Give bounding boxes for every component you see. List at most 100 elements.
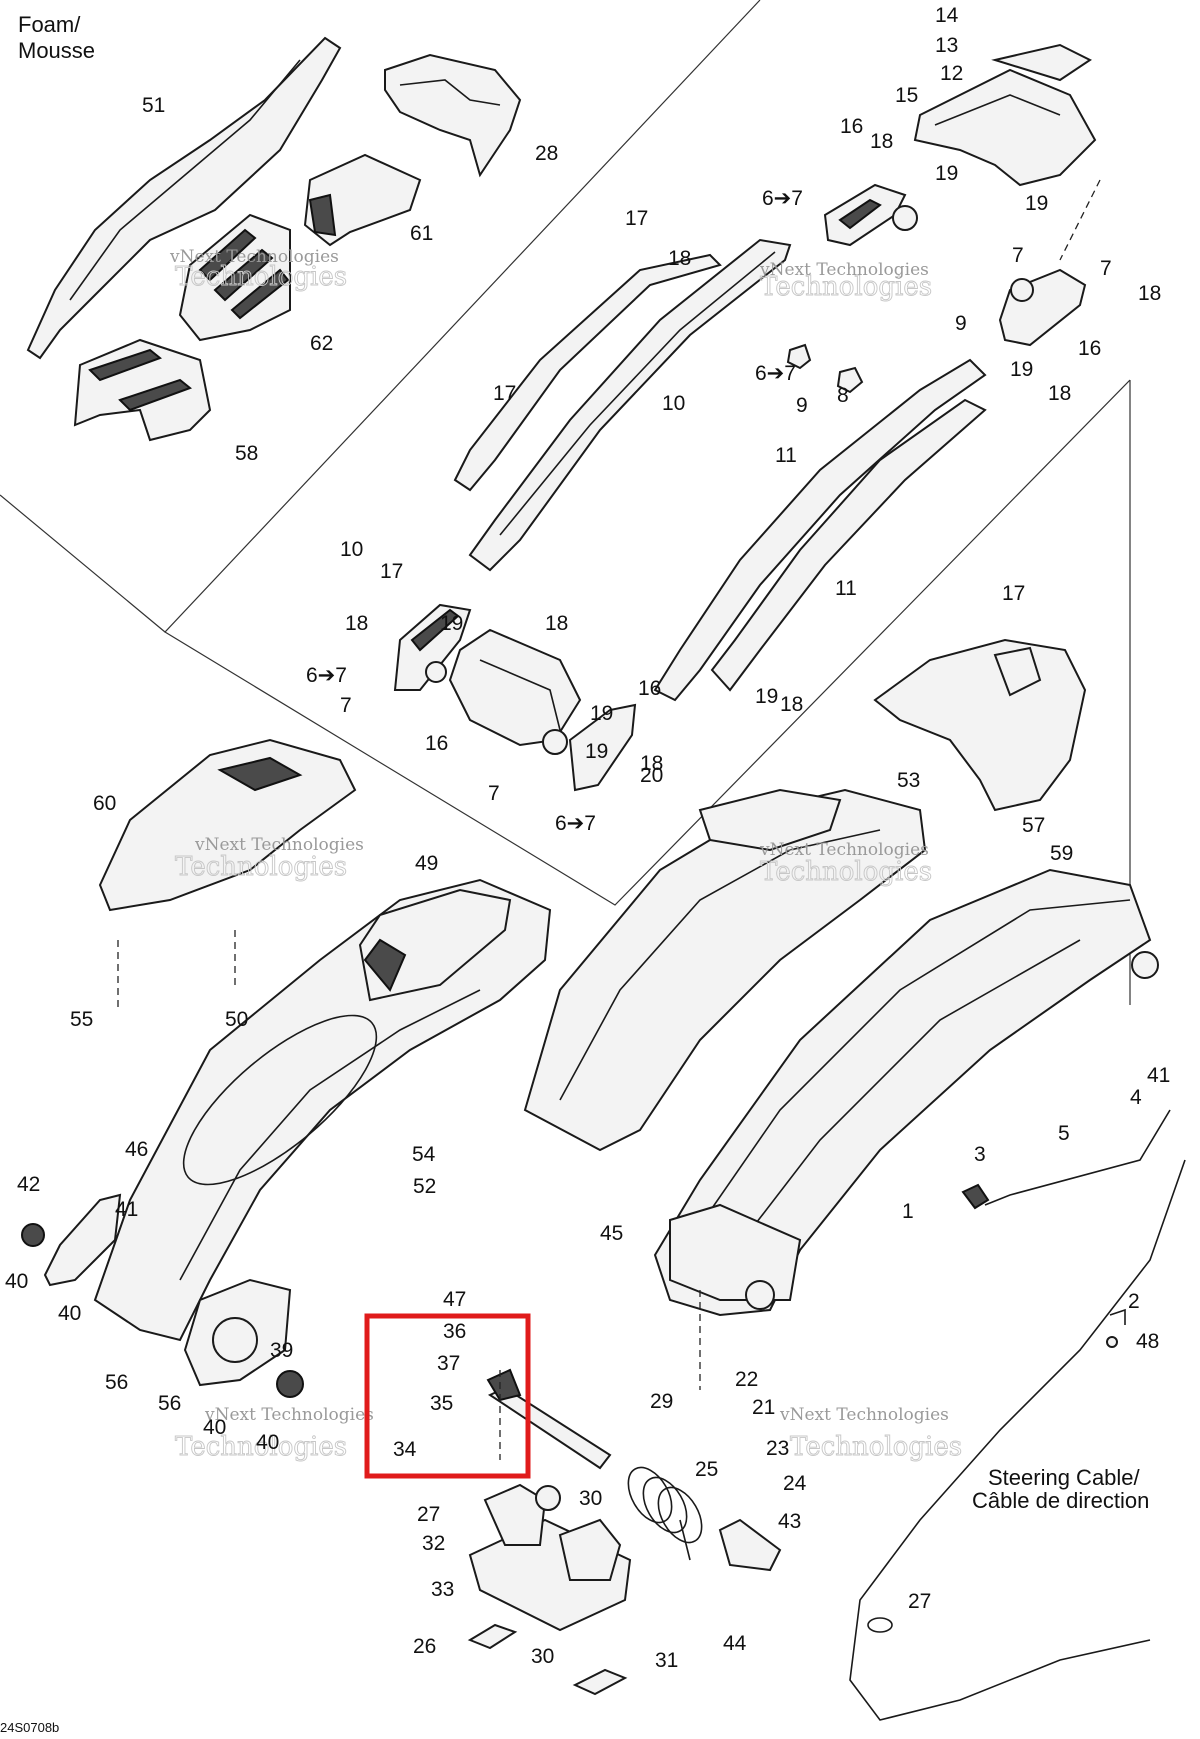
foot-30-left [467, 1623, 518, 1650]
callout-label: 5 [1058, 1122, 1070, 1145]
callout-label: 34 [393, 1438, 417, 1461]
callout-label: 10 [662, 392, 685, 415]
callout-label: 39 [270, 1339, 293, 1362]
small-part-9-right [836, 366, 864, 394]
watermark-text: vNext Technologies [759, 260, 929, 280]
callout-label: 51 [142, 94, 165, 117]
cap-35 [486, 1368, 522, 1402]
callout-label: 18 [640, 752, 663, 775]
small-part-9-left [786, 343, 812, 370]
watermark-text: Technologies [175, 1432, 347, 1462]
ring-38 [867, 1617, 893, 1633]
callout-label: 19 [1025, 192, 1048, 215]
callout-label: 18 [668, 247, 691, 270]
frame-line-lower [164, 379, 1131, 906]
callout-label: 42 [17, 1173, 40, 1196]
callout-label: 6➔7 [762, 187, 803, 210]
steering-cable [849, 1159, 1186, 1721]
callout-label: 6➔7 [306, 664, 347, 687]
shaft-34 [487, 1386, 612, 1470]
callout-label: 4 [1130, 1086, 1142, 1109]
callout-label: 37 [437, 1352, 460, 1375]
watermarks: Technologies vNext Technologies Technolo… [169, 247, 963, 1462]
callout-label: 12 [940, 62, 963, 85]
callout-label: 16 [638, 677, 661, 700]
callout-label: 45 [600, 1222, 623, 1245]
foam-strip-51 [26, 36, 342, 360]
callout-label: 3 [974, 1143, 986, 1166]
foam-block-58 [73, 338, 212, 442]
watermark-text: Technologies [175, 852, 347, 882]
callout-label: 7 [1100, 257, 1112, 280]
callout-labels: 5128616258141312151618196➔77171819718166… [5, 4, 1170, 1672]
callout-label: 19 [440, 612, 463, 635]
watermark-text: vNext Technologies [194, 835, 364, 855]
watermark-text: vNext Technologies [779, 1405, 949, 1425]
callout-label: 6➔7 [755, 362, 796, 385]
throttle-cable-3 [984, 1109, 1171, 1206]
pivot-block-6-left [393, 603, 472, 691]
callout-label: 32 [422, 1532, 445, 1555]
foam-block-61 [303, 153, 422, 247]
callout-label: 53 [897, 769, 920, 792]
watermark-text: Technologies [175, 262, 347, 292]
callout-label: 40 [203, 1416, 226, 1439]
gear-41-left [21, 1223, 45, 1247]
frame-line-upper [0, 0, 761, 633]
steering-cable-label-line2: Câble de direction [972, 1488, 1149, 1513]
foam-block-28 [384, 53, 522, 178]
callout-label: 56 [105, 1371, 128, 1394]
callout-label: 15 [895, 84, 918, 107]
callout-label: 44 [723, 1632, 747, 1655]
bracket-20 [448, 628, 582, 747]
callout-label: 40 [256, 1431, 279, 1454]
rail-upper-11 [468, 238, 792, 572]
pivot-plate-39 [183, 1278, 292, 1387]
pin-47 [1106, 1336, 1118, 1348]
callout-label: 36 [443, 1320, 466, 1343]
callout-label: 17 [1002, 582, 1025, 605]
callout-label: 16 [1078, 337, 1101, 360]
arm-cover-54 [93, 878, 552, 1342]
callout-label: 58 [235, 442, 258, 465]
callout-label: 10 [340, 538, 363, 561]
callout-label: 20 [640, 764, 663, 787]
sleeve-44 [718, 1518, 782, 1572]
callout-label: 24 [783, 1472, 807, 1495]
callout-label: 61 [410, 222, 433, 245]
callout-label: 33 [431, 1578, 454, 1601]
callout-label: 18 [780, 693, 803, 716]
callout-label: 11 [835, 577, 857, 600]
base-plate-26 [468, 1483, 632, 1632]
center-hull-45 [523, 788, 927, 1152]
pivot-block-6-lower [542, 703, 637, 792]
spring-43 [627, 1466, 703, 1561]
cover-49 [98, 738, 357, 912]
watermark-text: vNext Technologies [204, 1405, 374, 1425]
callout-label: 50 [225, 1008, 248, 1031]
callout-label: 30 [579, 1487, 602, 1510]
callout-label: 17 [380, 560, 403, 583]
callout-label: 47 [443, 1288, 466, 1311]
callout-label: 11 [775, 444, 797, 467]
callout-label: 17 [493, 382, 516, 405]
steering-cable-label-line1: Steering Cable/ [988, 1465, 1141, 1490]
callout-label: 6➔7 [555, 812, 596, 835]
callout-label: 18 [1048, 382, 1071, 405]
callout-label: 35 [430, 1392, 453, 1415]
assembly-line [1059, 179, 1101, 261]
callout-label: 48 [1136, 1330, 1159, 1353]
callout-label: 46 [125, 1138, 148, 1161]
callout-label: 16 [425, 732, 448, 755]
callout-label: 30 [531, 1645, 554, 1668]
bracket-15 [913, 43, 1097, 187]
callout-label: 59 [1050, 842, 1073, 865]
rail-lower-10 [710, 398, 987, 692]
gear-41-right [276, 1370, 304, 1398]
watermark-text: Technologies [760, 857, 932, 887]
pivot-block-6-upper [823, 183, 918, 247]
callout-label: 62 [310, 332, 333, 355]
callout-label: 19 [585, 740, 608, 763]
callout-label: 31 [655, 1649, 678, 1672]
